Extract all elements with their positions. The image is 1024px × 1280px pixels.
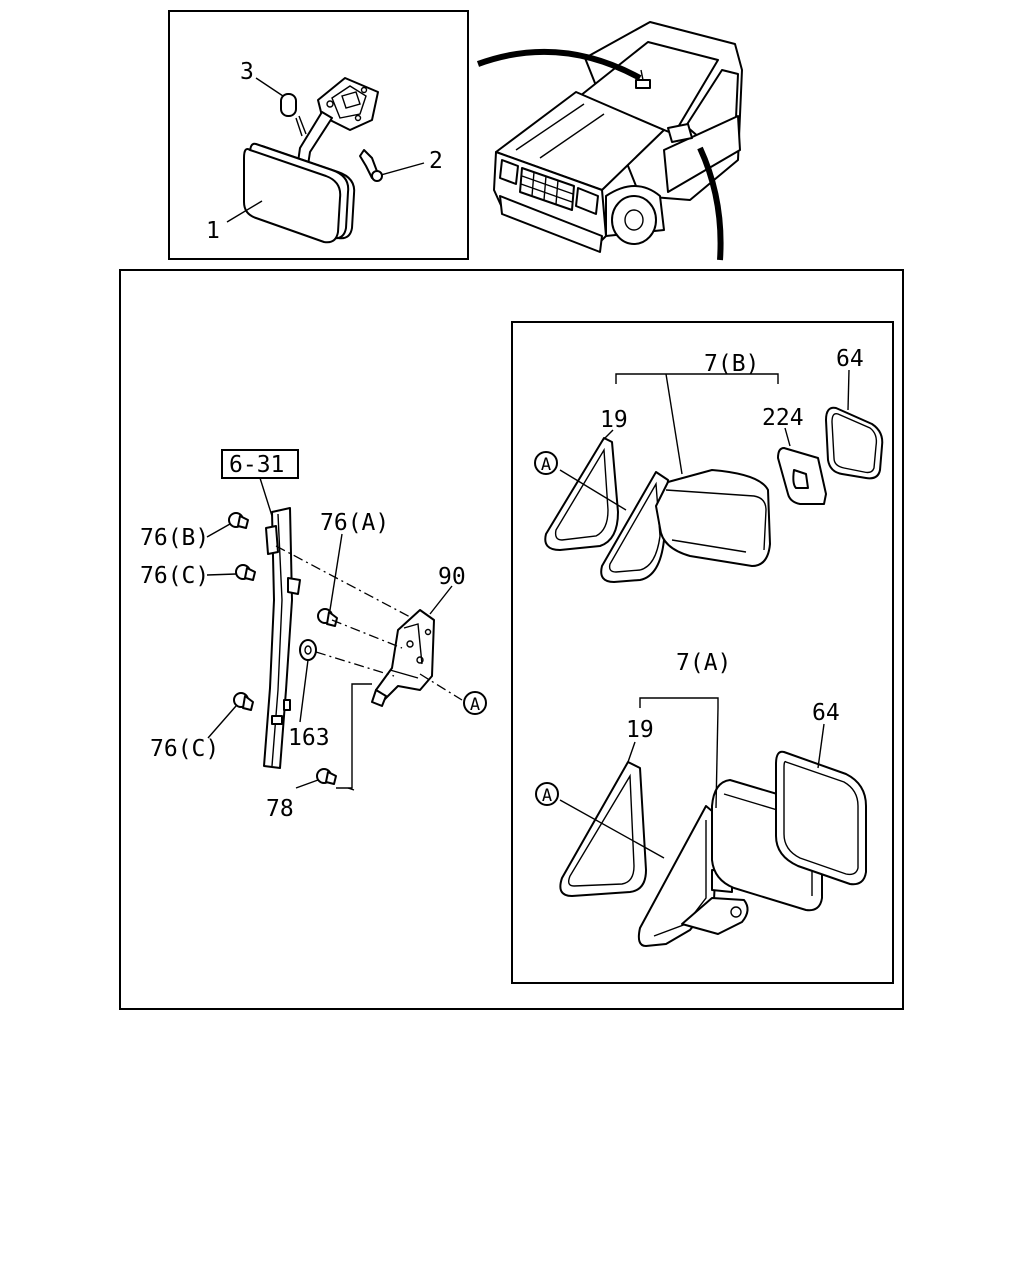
label-76b: 76(B): [140, 525, 209, 551]
mirror-7b-base-cover: [600, 471, 669, 583]
label-76a: 76(A): [320, 510, 389, 536]
vehicle-door-mirror: [667, 123, 693, 143]
leader-arc-door-mirror: [697, 146, 724, 261]
pillar-channel: [263, 507, 301, 769]
vehicle-headlight-left: [499, 159, 519, 185]
interior-mirror-inset-frame: [168, 10, 469, 260]
label-163: 163: [288, 725, 330, 751]
bracket-7a: [639, 697, 719, 708]
interior-mirror-assembly: [243, 77, 383, 244]
washer-163: [299, 639, 317, 661]
mirror-7b-glass-64: [825, 406, 884, 480]
bolt-76a: [317, 608, 338, 627]
svg-text:A: A: [470, 695, 480, 715]
vehicle-bumper: [499, 195, 603, 253]
bolt-78: [316, 768, 337, 785]
label-part-3: 3: [240, 59, 254, 85]
callout-a-left: A: [463, 691, 487, 715]
bolt-76c-bottom: [233, 692, 254, 711]
label-part-1: 1: [206, 218, 220, 244]
bolt-76b: [228, 512, 249, 529]
alignment-line-1: [275, 545, 413, 619]
leader-arc-interior-mirror: [476, 48, 642, 81]
mirror-bulb-cap: [280, 93, 297, 117]
label-78: 78: [266, 796, 294, 822]
bolt-76c-top: [235, 564, 256, 581]
label-76c-bottom: 76(C): [150, 736, 219, 762]
outside-mirror-frame: [511, 321, 894, 984]
mirror-7a-gasket-19: [559, 761, 647, 897]
mirror-glass-face: [243, 148, 342, 244]
mirror-7b-glass-224: [777, 447, 827, 505]
vehicle-illustration: [493, 21, 743, 253]
label-64-bottom: 64: [812, 700, 840, 726]
svg-text:A: A: [541, 455, 551, 475]
label-7b: 7(B): [704, 351, 759, 377]
mirror-7b-body: [655, 469, 771, 567]
label-76c-top: 76(C): [140, 563, 209, 589]
callout-a-bottom: A: [535, 782, 559, 806]
label-90: 90: [438, 564, 466, 590]
label-224: 224: [762, 405, 804, 431]
label-part-2: 2: [429, 148, 443, 174]
label-7a: 7(A): [676, 650, 731, 676]
label-19-bottom: 19: [626, 717, 654, 743]
mirror-7a-glass-64: [775, 750, 867, 886]
mirror-bracket-90: [371, 609, 435, 707]
callout-a-top: A: [534, 451, 558, 475]
label-19-top: 19: [600, 407, 628, 433]
mirror-7b-gasket-19: [544, 437, 619, 551]
alignment-line-a: [419, 673, 463, 701]
main-frame: [119, 269, 904, 1010]
alignment-line-2: [331, 619, 403, 649]
vehicle-wheel: [611, 195, 657, 245]
fastener-path-78: [336, 683, 372, 789]
vehicle-inside-mirror: [635, 79, 651, 89]
svg-text:A: A: [542, 786, 552, 806]
label-64-top: 64: [836, 346, 864, 372]
label-ref-6-31: 6-31: [229, 452, 284, 478]
alignment-line-3: [315, 651, 395, 677]
vehicle-headlight-right: [575, 187, 599, 215]
bracket-7b: [615, 373, 779, 384]
